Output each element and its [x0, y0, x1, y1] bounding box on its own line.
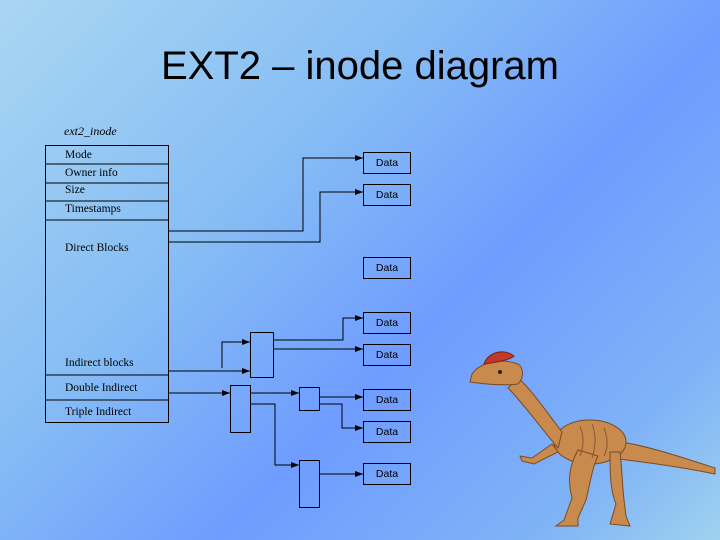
field-size: Size [65, 184, 85, 196]
field-timestamps: Timestamps [65, 203, 121, 215]
data-block: Data [363, 257, 411, 279]
field-owner-info: Owner info [65, 167, 118, 179]
data-block: Data [363, 344, 411, 366]
inode-table [45, 145, 169, 423]
data-block: Data [363, 312, 411, 334]
data-block: Data [363, 152, 411, 174]
dinosaur-illustration [469, 351, 716, 527]
data-block: Data [363, 463, 411, 485]
slide-title: EXT2 – inode diagram [160, 44, 559, 88]
field-double-indirect: Double Indirect [65, 382, 138, 394]
data-block: Data [363, 421, 411, 443]
double-indirect-second-level-block [299, 387, 320, 411]
data-block: Data [363, 389, 411, 411]
indirect-pointer-block [250, 332, 274, 378]
field-indirect-blocks: Indirect blocks [65, 357, 134, 369]
field-direct-blocks: Direct Blocks [65, 242, 129, 254]
data-block: Data [363, 184, 411, 206]
field-triple-indirect: Triple Indirect [65, 406, 132, 418]
triple-indirect-pointer-block [299, 460, 320, 508]
double-indirect-pointer-block [230, 385, 251, 433]
diagram-label: ext2_inode [64, 124, 117, 138]
field-mode: Mode [65, 149, 92, 161]
